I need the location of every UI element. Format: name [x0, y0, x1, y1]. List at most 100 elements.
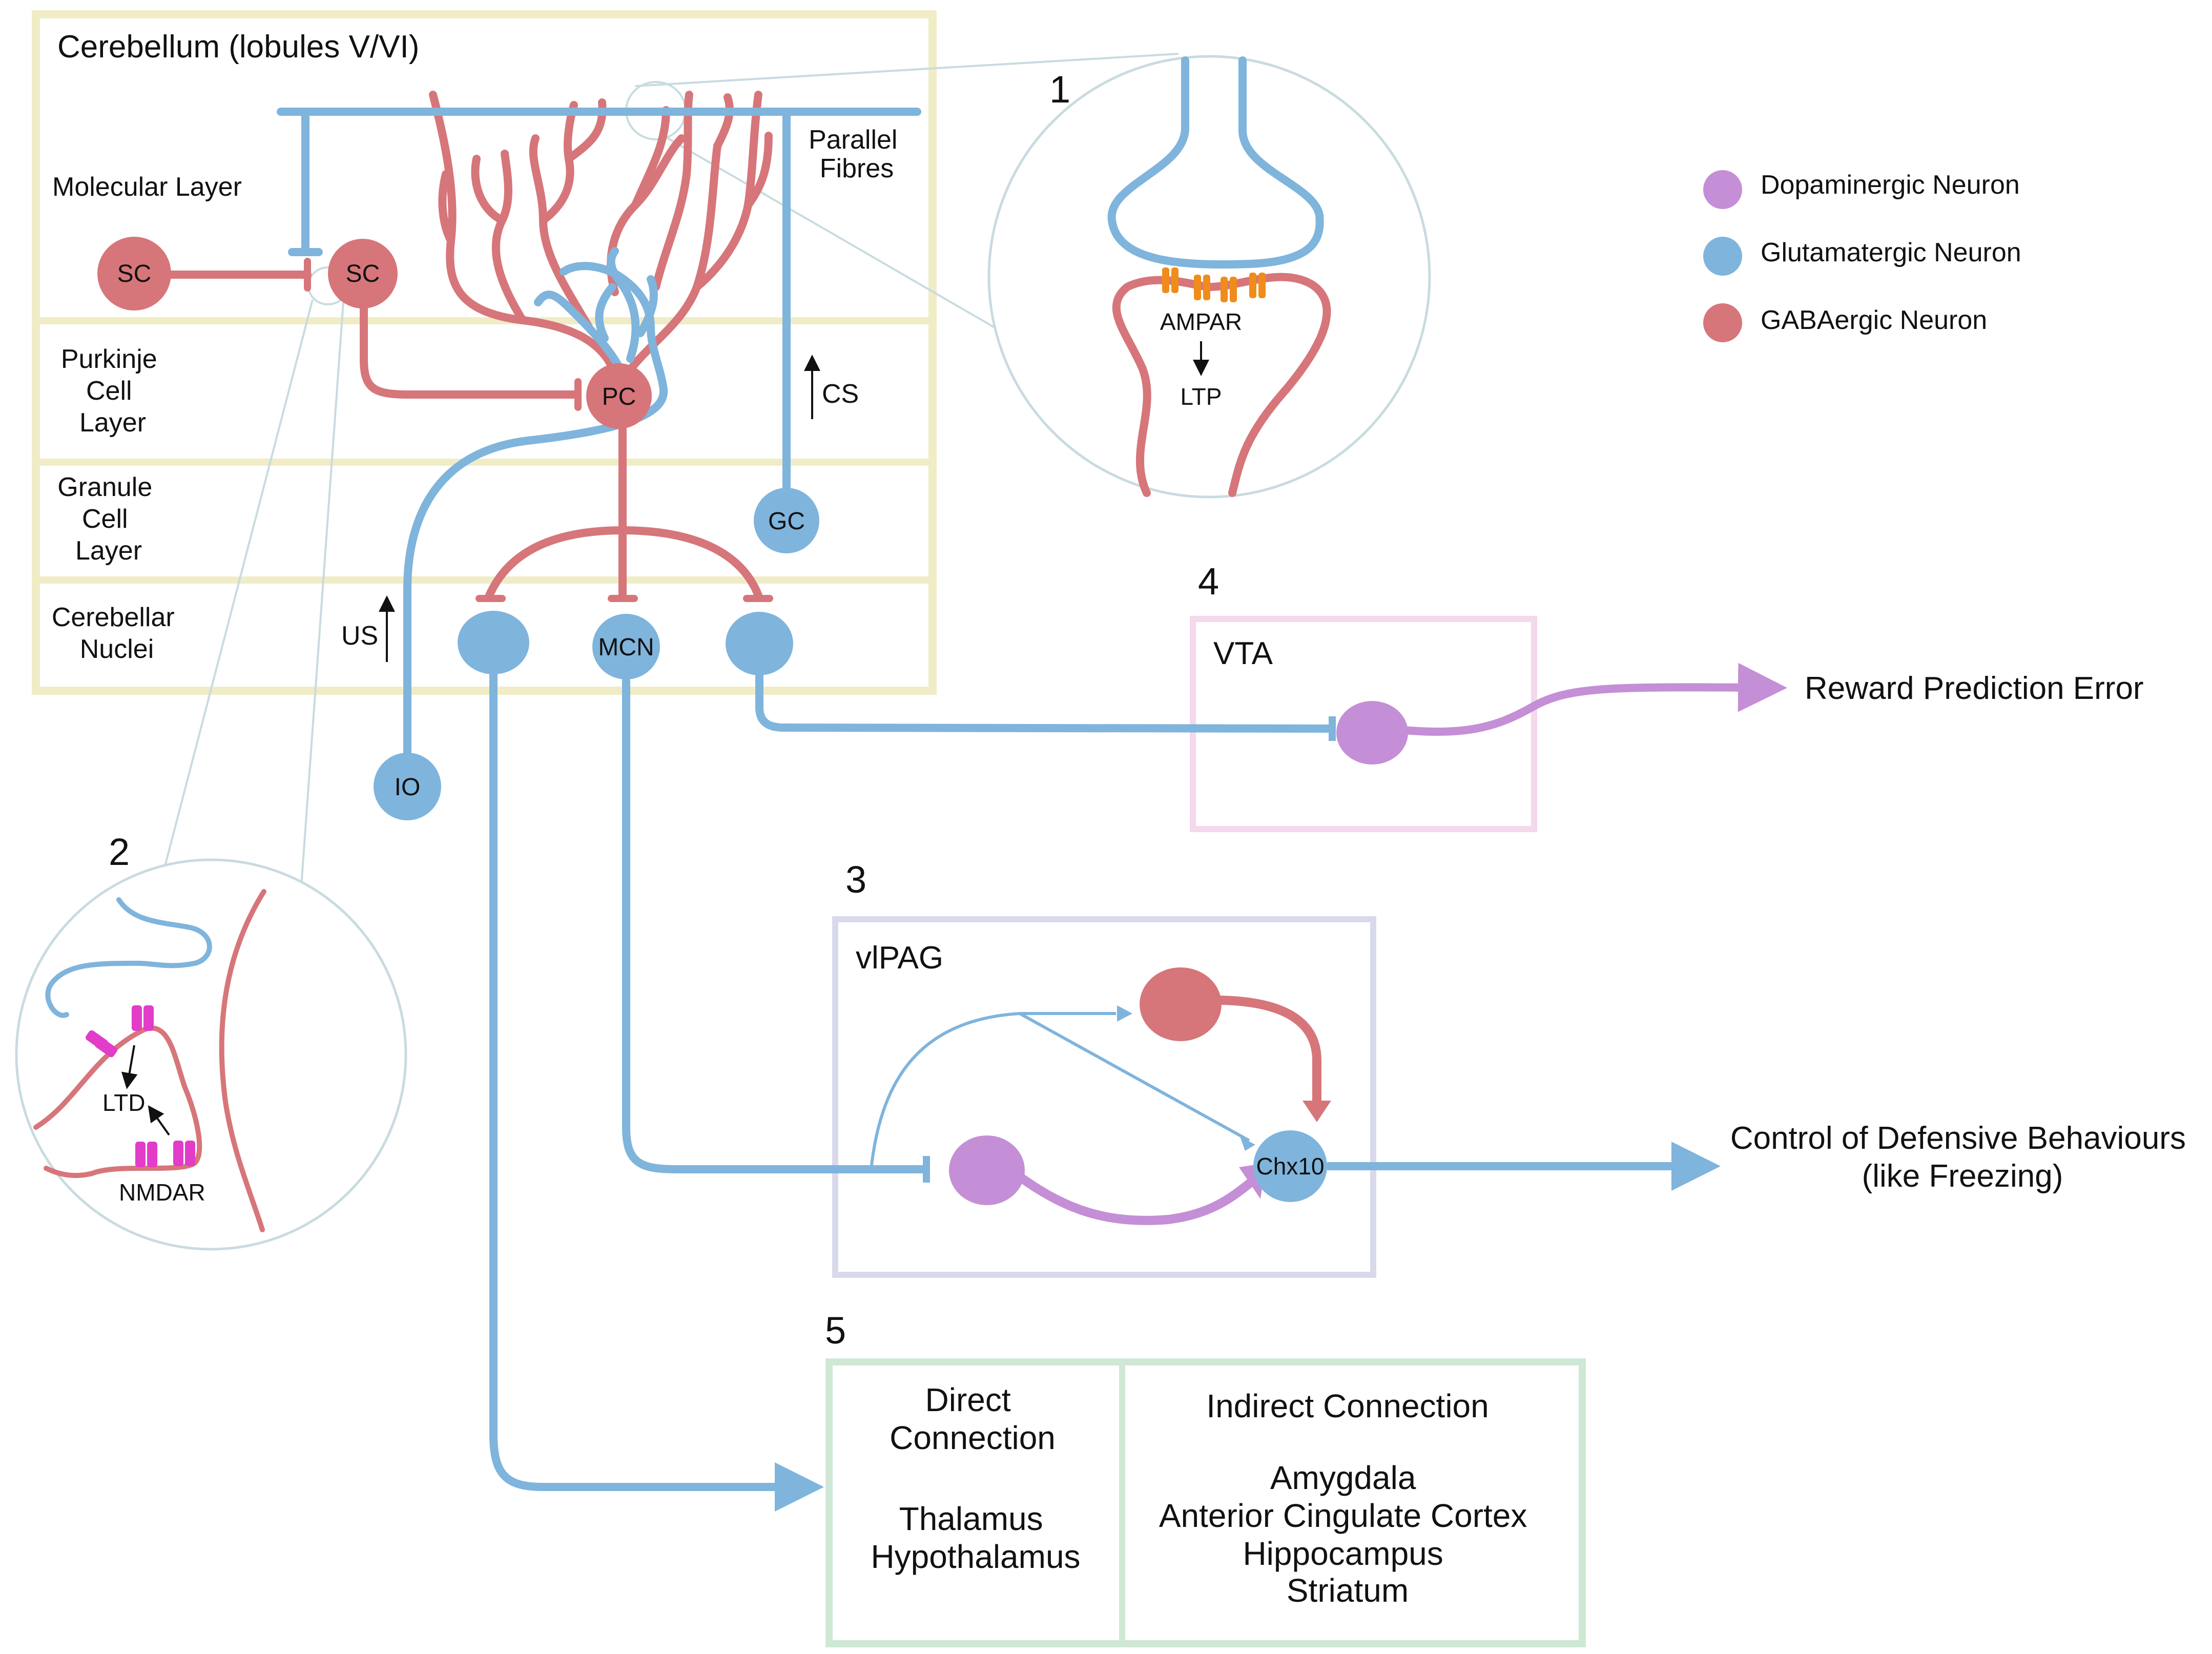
molecular-layer-label: Molecular Layer [52, 172, 242, 202]
io-label: IO [395, 774, 421, 801]
cf-branch-4 [595, 283, 616, 342]
gc-label: GC [768, 508, 805, 535]
ampar-3b [1230, 277, 1237, 302]
parallel-fibre-system [277, 108, 921, 501]
dendrite-13 [713, 93, 734, 150]
dendrite-11 [438, 170, 455, 245]
targets-frame [825, 1358, 1586, 1647]
ampar-label: AMPAR [1160, 308, 1242, 335]
sc-cell-left: SC [97, 237, 171, 311]
pc-label: PC [602, 383, 636, 410]
legend: Dopaminergic Neuron Glutamatergic Neuron… [1703, 170, 2021, 342]
nuclei-cell-right [726, 612, 793, 675]
ampar-receptors [1162, 267, 1266, 302]
inhibitory-connections [150, 258, 773, 602]
mcn-body [592, 614, 660, 679]
nucleus-to-targets [489, 670, 824, 1512]
ampar-4b [1258, 273, 1266, 298]
vlpag-dopamine-cell [949, 1135, 1025, 1205]
nuclei-cell-left [458, 611, 529, 674]
sc-cell-right: SC [328, 239, 398, 308]
gaba-chx10-terminal [1303, 1101, 1331, 1122]
zoom-line-2b [300, 302, 344, 887]
vlpag-number: 3 [845, 858, 866, 901]
cerebellum-nodes: SC SC PC GC MCN IO [97, 237, 819, 820]
legend-gabaergic-swatch [1703, 303, 1742, 342]
dendrite-10 [652, 91, 693, 291]
targets-panel: 5 Direct Connection Thalamus Hypothalamu… [825, 1309, 1586, 1647]
pc-arc [485, 526, 762, 599]
nmdar-3a [135, 1142, 146, 1167]
cerebellum-title: Cerebellum (lobules V/VI) [57, 29, 419, 65]
nmdar-receptors [86, 1005, 195, 1167]
inset-2-circle [15, 858, 407, 1251]
sc-to-pc [360, 293, 581, 399]
parallel-fibres-label: Parallel Fibres [809, 125, 905, 183]
cf-branch-2 [607, 247, 640, 363]
granule-layer-label: Granule Cell Layer [57, 472, 159, 566]
io-cell: IO [374, 753, 441, 820]
vta-number: 4 [1198, 560, 1219, 603]
legend-glutamatergic-swatch [1703, 237, 1742, 276]
inset-1-number: 1 [1049, 68, 1070, 111]
ampar-1b [1171, 267, 1179, 293]
vlpag-chx10-arrowhead [1240, 1136, 1255, 1151]
sc-right-body [328, 239, 398, 308]
vlpag-gaba-cell [1140, 967, 1222, 1041]
vlpag-label: vlPAG [856, 940, 943, 976]
mcn-cell: MCN [592, 614, 660, 679]
dendrite-12 [471, 155, 506, 224]
presynaptic-terminal [1107, 56, 1324, 269]
dendrite-9 [631, 106, 670, 209]
ampar-2a [1194, 275, 1201, 300]
indirect-connection-title: Indirect Connection [1206, 1388, 1489, 1424]
legend-gabaergic-label: GABAergic Neuron [1761, 305, 1987, 335]
vlpag-frame [832, 916, 1376, 1278]
ltd-label: LTD [102, 1089, 146, 1116]
ampar-2b [1203, 275, 1210, 300]
io-body [374, 753, 441, 820]
ampar-3a [1221, 277, 1228, 302]
vlpag-branch-to-gaba [870, 1012, 1116, 1170]
nmdar-2a [132, 1005, 142, 1031]
ampar-4a [1249, 273, 1256, 298]
targets-number: 5 [825, 1309, 846, 1352]
cs-label: CS [822, 379, 859, 409]
direct-connection-targets: Thalamus Hypothalamus [871, 1500, 1080, 1575]
vlpag-panel: 3 vlPAG Chx10 Control of Defensive Behav… [832, 858, 2195, 1278]
mcn-to-vlpag [622, 675, 926, 1173]
legend-dopaminergic-label: Dopaminergic Neuron [1761, 170, 2020, 200]
inset-2-number: 2 [109, 831, 130, 873]
defensive-behaviour-label: Control of Defensive Behaviours (like Fr… [1730, 1121, 2195, 1194]
ltp-label: LTP [1181, 383, 1222, 410]
vta-dopamine-cell [1336, 701, 1408, 764]
ltd-arrow-down [121, 1045, 138, 1089]
zoom-line-1a [635, 53, 1179, 87]
purkinje-dendrites [429, 91, 773, 399]
inset-1-ltp: 1 AMPAR LTP [987, 55, 1431, 499]
gc-body [754, 488, 819, 553]
pc-cell: PC [586, 363, 652, 429]
cf-branch-1 [534, 291, 624, 373]
nmdar-4b [185, 1141, 195, 1166]
gaba-to-chx10 [1217, 996, 1321, 1105]
mcn-label: MCN [598, 634, 654, 661]
indirect-connection-targets: Amygdala Anterior Cingulate Cortex Hippo… [1159, 1459, 1536, 1609]
dendrite-1 [429, 91, 624, 399]
sc-left-body [97, 237, 171, 311]
gc-cell: GC [754, 488, 819, 553]
nucleus-to-vta [755, 671, 1331, 733]
nmdar-4a [173, 1141, 183, 1166]
purkinje-layer-label: Purkinje Cell Layer [61, 344, 164, 438]
zoom-line-2a [164, 299, 314, 866]
chx10-body [1253, 1130, 1327, 1202]
vlpag-gaba-arrowhead [1117, 1005, 1132, 1022]
nmdar-3b [147, 1142, 157, 1167]
sc-left-label: SC [117, 260, 152, 287]
reward-prediction-error-label: Reward Prediction Error [1805, 671, 2144, 706]
vta-panel: 4 VTA Reward Prediction Error [1190, 560, 2144, 832]
dopamine-to-chx10 [1018, 1174, 1254, 1225]
pc-body [586, 363, 652, 429]
chx10-label: Chx10 [1256, 1153, 1325, 1180]
